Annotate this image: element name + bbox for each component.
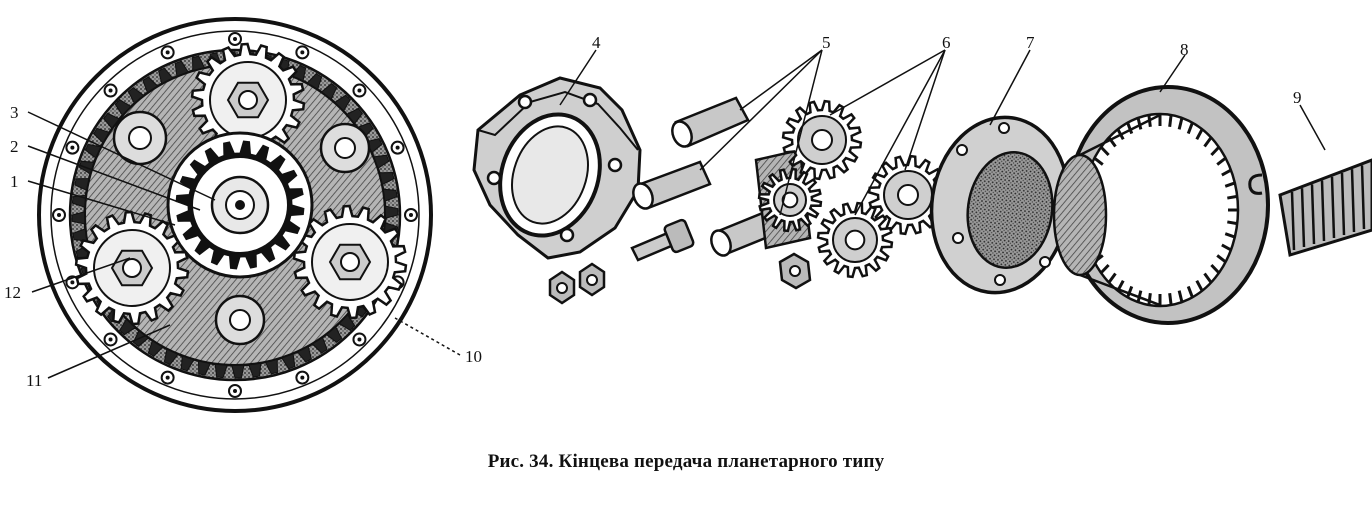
label-2: 2 <box>10 137 19 156</box>
label-9: 9 <box>1293 88 1302 107</box>
label-12: 12 <box>4 283 21 302</box>
label-4: 4 <box>592 33 601 52</box>
exploded-view <box>472 76 1372 325</box>
housing-bolts <box>52 32 418 398</box>
part-labels: 3 2 1 12 11 10 4 5 6 7 8 9 <box>4 33 1302 390</box>
label-1: 1 <box>10 172 19 191</box>
figure-caption: Рис. 34. Кінцева передача планетарного т… <box>487 451 885 472</box>
planet-carrier <box>112 110 371 346</box>
planet-gears <box>74 42 408 326</box>
ring-gear-part <box>1052 85 1270 325</box>
label-6: 6 <box>942 33 951 52</box>
assembled-view <box>37 17 433 413</box>
label-8: 8 <box>1180 40 1189 59</box>
nuts <box>548 252 812 305</box>
label-3: 3 <box>10 103 19 122</box>
leader-lines <box>27 49 1326 379</box>
label-10: 10 <box>465 347 482 366</box>
splined-shaft <box>1248 158 1372 257</box>
label-7: 7 <box>1026 33 1035 52</box>
planetary-final-drive-diagram: 3 2 1 12 11 10 4 5 6 7 8 9 <box>4 17 1372 413</box>
planet-pins <box>632 96 792 257</box>
label-5: 5 <box>822 33 831 52</box>
sun-gear <box>166 131 314 279</box>
label-11: 11 <box>26 371 42 390</box>
bolt <box>630 218 695 262</box>
carrier-flange <box>929 115 1071 295</box>
carrier-housing-part <box>472 76 642 260</box>
